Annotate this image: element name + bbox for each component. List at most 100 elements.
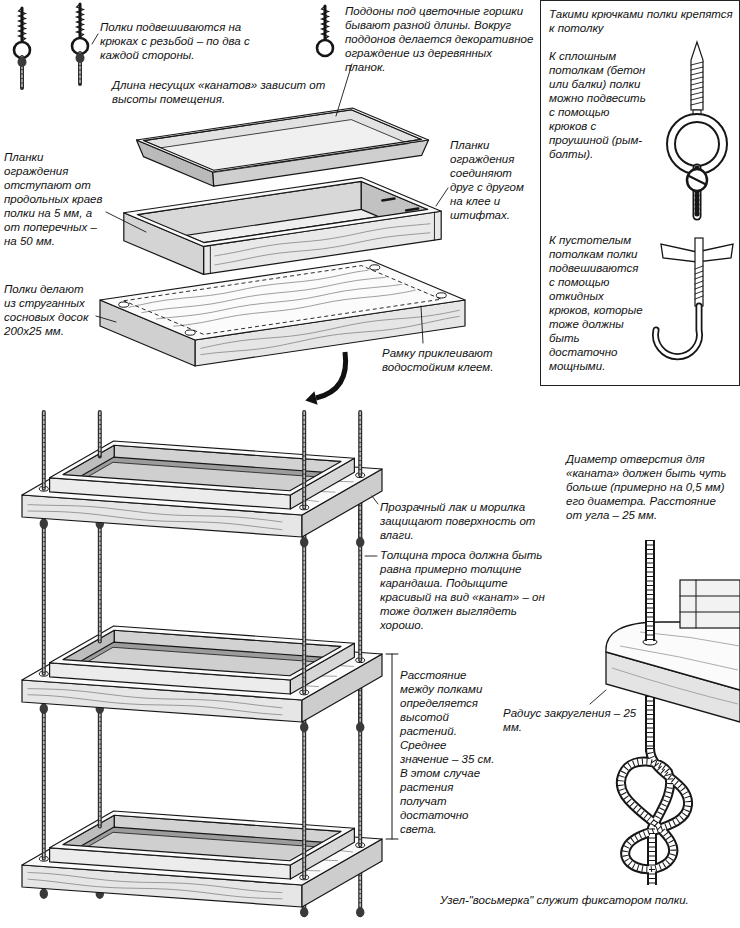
- screw-thread: [691, 87, 703, 90]
- callout-text: Диаметр отверстия для «каната» должен бы…: [566, 452, 734, 522]
- ceiling-hook: [656, 306, 700, 357]
- rope-twist: [99, 412, 101, 457]
- rope-knot-line: [689, 176, 705, 184]
- wood-grain: [173, 290, 416, 326]
- rope: [42, 412, 46, 489]
- callout-text: Радиус закругления – 25 мм.: [503, 706, 643, 734]
- screw-thread: [695, 296, 703, 299]
- rope: [621, 748, 688, 885]
- dowel-pin: [382, 199, 394, 201]
- screw-thread: [695, 276, 703, 279]
- wood-grain: [28, 505, 283, 522]
- shelf: [22, 626, 382, 722]
- info-panel: Такими крючками полки крепятся к потолку…: [540, 0, 740, 386]
- callout-text: Длина несущих «канатов» зависит от высот…: [112, 78, 327, 106]
- leader-lines: [92, 34, 606, 704]
- screw-thread: [695, 266, 703, 269]
- leader-line: [436, 188, 448, 206]
- frame-corner: [680, 580, 740, 628]
- rope-hole: [185, 330, 195, 335]
- arrow-head: [305, 391, 317, 405]
- frame-outline: [124, 266, 441, 335]
- leader-line: [365, 556, 377, 557]
- panel-text: К пустотелым потолкам полки подвешиваютс…: [549, 233, 647, 373]
- eye-bolt-screw: [691, 42, 703, 110]
- bracket-tick: [386, 654, 398, 655]
- screw-thread: [695, 281, 703, 284]
- hook-illustrations: [656, 42, 734, 357]
- rope-twist: [303, 412, 305, 507]
- rope-knot: [356, 722, 364, 732]
- leader-line: [92, 34, 98, 44]
- screw-thread: [695, 286, 703, 289]
- leader-line: [106, 212, 146, 232]
- leader-line: [590, 690, 606, 704]
- ceiling-hook: [656, 306, 700, 357]
- frame-plank: [696, 580, 697, 628]
- callout-text: Полки подвешиваются на крюках с резьбой …: [100, 20, 260, 62]
- rope-twist: [359, 412, 361, 475]
- rope-twist: [43, 412, 45, 489]
- distance-bracket: [386, 654, 398, 839]
- screw-thread: [691, 67, 703, 70]
- frame-rail: [290, 643, 354, 694]
- callout-text: Толщина троса должна быть равна примерно…: [380, 548, 562, 632]
- frame-joint: [434, 212, 435, 240]
- leader-line: [96, 316, 116, 322]
- rope-knot: [40, 704, 48, 714]
- shelf-stack: [22, 412, 382, 917]
- screw-thread: [322, 6, 329, 39]
- screw-eye: [317, 40, 333, 56]
- frame-plank: [680, 596, 740, 597]
- shelf: [22, 811, 382, 907]
- board-top: [606, 622, 740, 690]
- eye-bolt-ring: [671, 118, 723, 170]
- leader-line: [421, 306, 423, 343]
- screw-thread: [691, 72, 703, 75]
- rope: [647, 540, 653, 641]
- arrow-shaft: [316, 352, 346, 398]
- dowel-pin: [406, 209, 418, 211]
- frame-plank: [680, 612, 740, 613]
- screw-thread: [691, 97, 703, 100]
- rope-knot: [300, 907, 308, 917]
- frame-joint: [210, 245, 211, 273]
- frame-rail: [124, 213, 204, 275]
- ceiling-hooks: [14, 4, 333, 88]
- frame-top: [50, 441, 355, 495]
- wood-grain: [612, 668, 738, 704]
- toggle-wing: [661, 244, 697, 262]
- rope: [621, 748, 688, 885]
- frame-top: [50, 811, 355, 865]
- rope-knot: [300, 722, 308, 732]
- exploded-shelf: [100, 108, 465, 366]
- bracket-tick: [386, 839, 398, 840]
- rope-knot: [356, 537, 364, 547]
- toggle-screw: [695, 238, 703, 306]
- frame-rail: [204, 211, 442, 274]
- rope: [645, 540, 655, 641]
- wood-grain: [28, 879, 283, 899]
- callout-text: Планки ограждения соединяют друг с друго…: [450, 138, 536, 222]
- board-top: [100, 260, 465, 340]
- screw-thread: [691, 77, 703, 80]
- rope-knot: [76, 53, 85, 63]
- rope-knot: [687, 169, 707, 191]
- rope-knot: [18, 57, 27, 67]
- wood-grain: [214, 233, 430, 265]
- wood-grain: [620, 646, 738, 670]
- callout-text: Узел-"восьмерка" служит фиксатором полки…: [440, 893, 730, 907]
- callout-text: Полки делают из струганных сосновых досо…: [4, 282, 94, 338]
- screw-thread: [695, 271, 703, 274]
- frame-rail: [290, 828, 354, 879]
- screw-thread: [77, 4, 84, 37]
- panel-text: К сплошным потолкам (бетон или балки) по…: [549, 49, 647, 161]
- screw-thread: [691, 102, 703, 105]
- callout-text: Расстояние между полками определяется вы…: [400, 668, 495, 836]
- rope-knot: [40, 889, 48, 899]
- rope-hole: [436, 293, 446, 298]
- rope: [98, 412, 102, 457]
- curved-arrow: [305, 352, 345, 405]
- bracket-line: [392, 654, 393, 839]
- wood-grain: [156, 284, 402, 319]
